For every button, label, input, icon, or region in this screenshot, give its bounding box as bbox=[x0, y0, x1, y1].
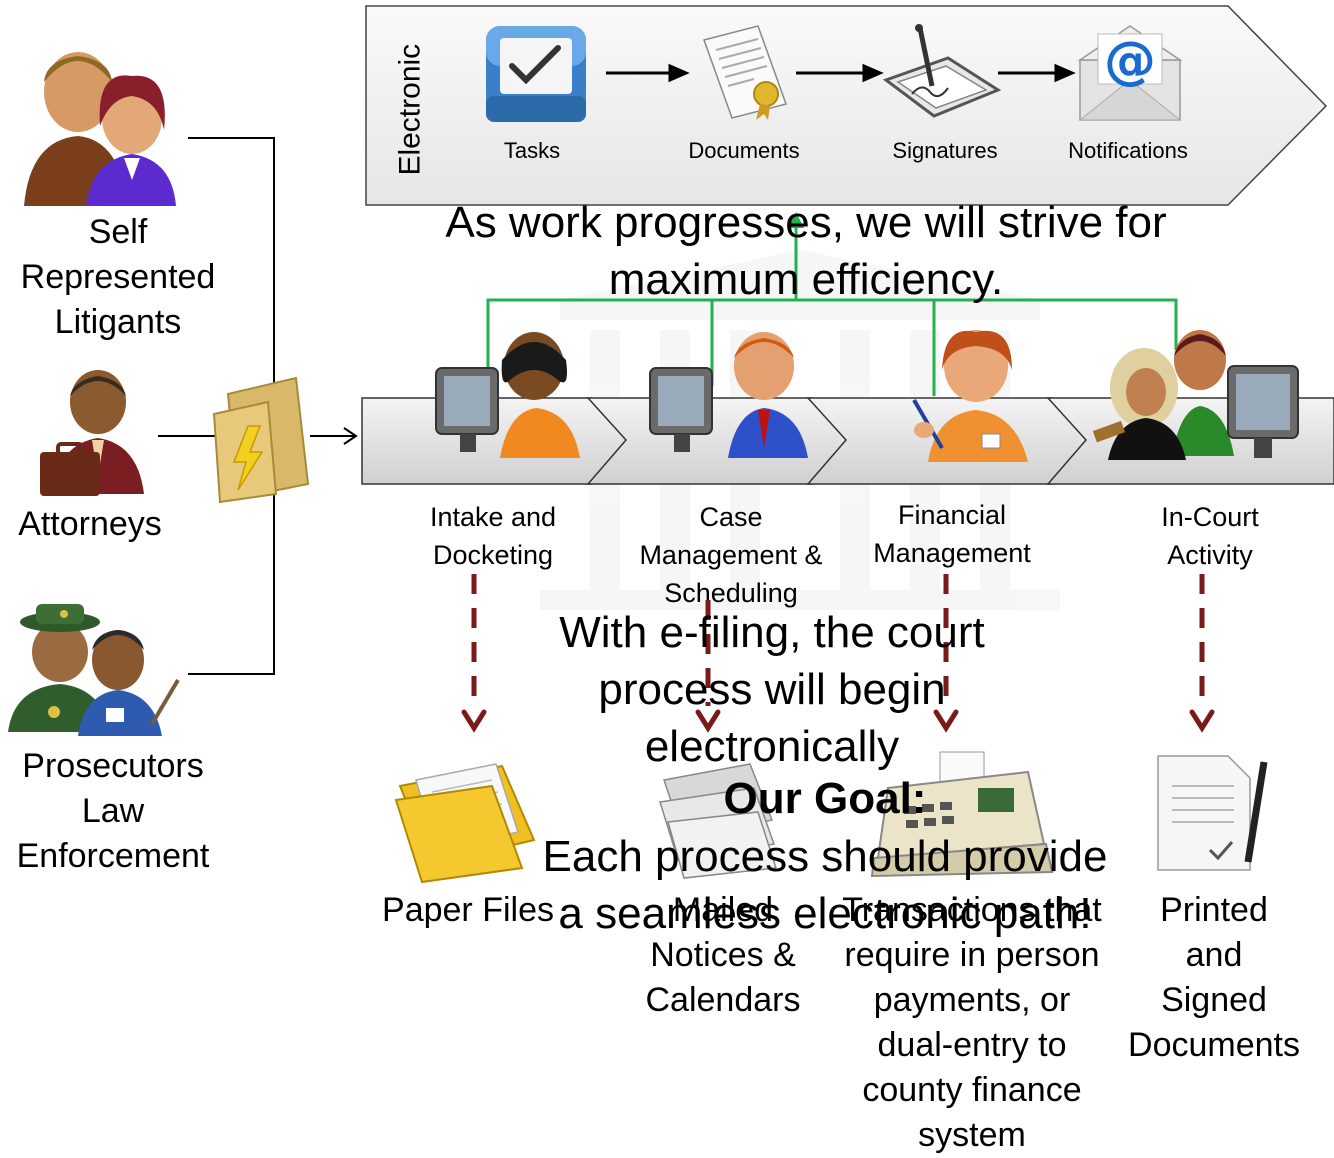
email-envelope-icon: @ bbox=[1077, 25, 1183, 121]
signature-pad-icon bbox=[882, 24, 1002, 118]
stage-label-intake: Intake and Docketing bbox=[429, 502, 557, 570]
step-label-tasks: Tasks bbox=[503, 138, 561, 163]
manager-computer-icon bbox=[649, 332, 808, 458]
signed-document-icon bbox=[1157, 755, 1268, 871]
step-label-signatures: Signatures bbox=[892, 138, 998, 163]
law-enforcement-icon bbox=[8, 604, 180, 736]
attorney-icon bbox=[40, 370, 144, 496]
output-label-paper-files: Paper Files bbox=[382, 891, 554, 929]
judge-computer-icon bbox=[1092, 330, 1299, 460]
actor-label-litigants: Self Represented Litigants bbox=[20, 213, 216, 341]
goal-title: Our Goal: bbox=[723, 774, 927, 823]
litigants-icon bbox=[24, 52, 176, 206]
clerk-computer-icon bbox=[435, 332, 580, 458]
stage-label-financial: Financial Management bbox=[873, 500, 1031, 568]
actor-label-attorneys: Attorneys bbox=[18, 505, 162, 543]
step-label-documents: Documents bbox=[688, 138, 800, 163]
cashier-icon bbox=[912, 330, 1028, 462]
step-label-notifications: Notifications bbox=[1068, 138, 1188, 163]
goal-statement: Each process should provide a seamless e… bbox=[542, 832, 1108, 938]
stage-label-case-management: Case Management & Scheduling bbox=[639, 502, 823, 608]
cash-register-icon bbox=[870, 751, 1054, 878]
efiling-statement: With e-filing, the court process will be… bbox=[559, 608, 985, 771]
actor-label-law-enforcement: Prosecutors Law Enforcement bbox=[16, 747, 210, 875]
folder-lightning-icon bbox=[212, 376, 310, 504]
output-label-transactions: Transactions that require in person paym… bbox=[842, 891, 1102, 1154]
svg-text:@: @ bbox=[1104, 31, 1156, 91]
certificate-document-icon bbox=[703, 25, 787, 120]
output-label-printed-documents: Printed and Signed Documents bbox=[1128, 891, 1300, 1064]
paper-files-icon bbox=[394, 763, 536, 884]
green-connectors bbox=[486, 212, 1178, 396]
stage-label-in-court: In-Court Activity bbox=[1161, 502, 1259, 570]
task-tray-icon bbox=[486, 26, 586, 122]
efficiency-statement: As work progresses, we will strive for m… bbox=[445, 198, 1167, 304]
mail-stack-icon bbox=[659, 763, 777, 879]
output-label-mailed-notices: Mailed Notices & Calendars bbox=[645, 891, 801, 1019]
